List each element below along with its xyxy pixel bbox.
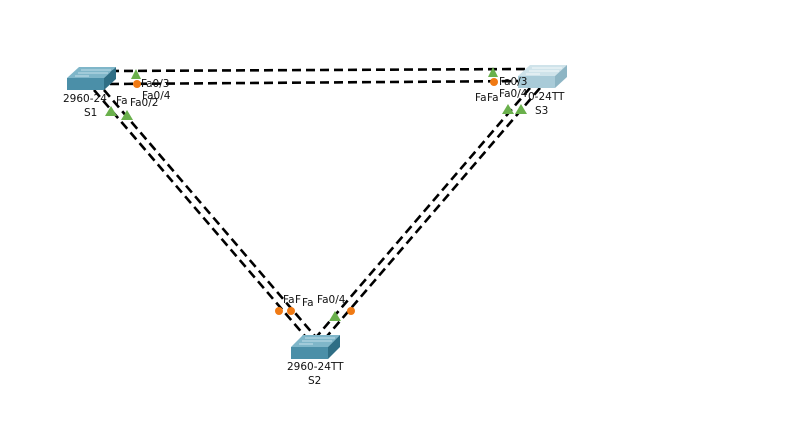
link-up-indicator <box>515 104 527 114</box>
cables <box>93 67 541 343</box>
port-label: Fa0/4 <box>317 294 346 306</box>
port-label: Fa0/3 <box>141 78 169 90</box>
port-label: Fa0/2 <box>130 97 158 109</box>
link-blocking-indicator <box>347 307 355 315</box>
switch-s2[interactable] <box>291 335 340 359</box>
port-label: Fa0/4 <box>142 90 171 102</box>
link-up-indicator <box>329 311 341 321</box>
link-up-indicator <box>131 69 141 79</box>
cable-s3-fa02-s2-fa04[interactable] <box>321 87 541 343</box>
port-label: F <box>295 294 301 306</box>
link-up-indicator <box>502 104 514 114</box>
link-blocking-indicator <box>490 78 498 86</box>
port-label: Fa0/3 <box>499 76 527 88</box>
link-up-indicator <box>121 110 133 120</box>
port-label: Fa <box>487 92 499 104</box>
link-up-indicator <box>105 106 117 116</box>
link-up-indicator <box>488 67 498 77</box>
switch-icon <box>518 65 567 88</box>
device-model-label: 0-24TT <box>528 91 565 103</box>
port-label: Fa <box>475 92 487 104</box>
port-label: Fa <box>116 95 128 107</box>
cable-s1-fa03-s3-fa03[interactable] <box>109 67 531 73</box>
device-model-label: 2960-24 <box>63 93 107 105</box>
device-hostname-label: S3 <box>535 105 548 117</box>
device-hostname-label: S2 <box>308 375 321 387</box>
link-indicators <box>105 67 527 321</box>
port-label: Fa0/4 <box>499 88 528 100</box>
switch-icon <box>291 335 340 359</box>
link-blocking-indicator <box>133 80 141 88</box>
port-label: Fa <box>302 297 314 309</box>
device-model-label: 2960-24TT <box>287 361 344 373</box>
cable-s1-fa04-s3-fa04[interactable] <box>109 79 531 86</box>
switch-s3[interactable] <box>518 65 567 88</box>
link-blocking-indicator <box>275 307 283 315</box>
device-hostname-label: S1 <box>84 107 97 119</box>
switch-icon <box>67 67 116 90</box>
cable-s1-fa01-s2-fa01[interactable] <box>93 89 311 343</box>
device-labels: 2960-24 S1 0-24TT S3 2960-24TT S2 <box>63 91 565 387</box>
link-blocking-indicator <box>287 307 295 315</box>
port-label: Fa <box>283 294 295 306</box>
port-labels: Fa0/3 Fa0/4 Fa Fa0/2 Fa0/3 Fa0/4 Fa Fa F… <box>116 76 528 309</box>
switch-s1[interactable] <box>67 67 116 90</box>
